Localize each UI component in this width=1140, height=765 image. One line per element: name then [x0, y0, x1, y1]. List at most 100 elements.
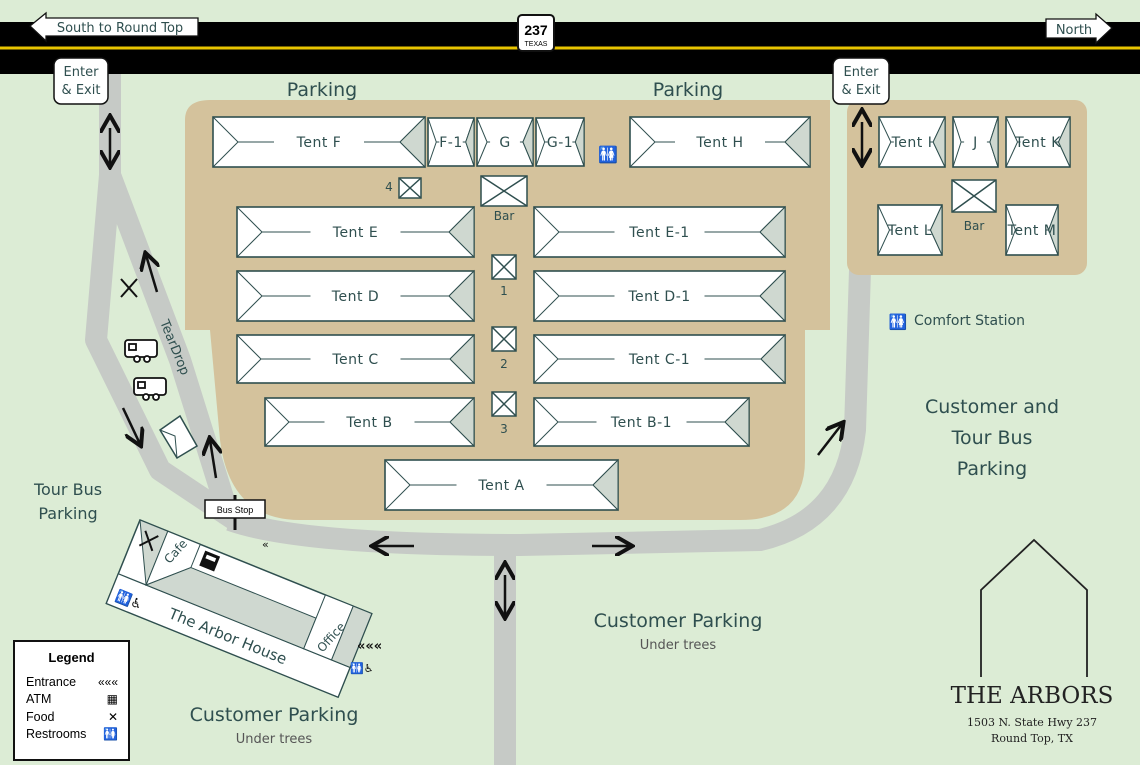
- parking-label-nw: Parking: [287, 79, 357, 101]
- logo-address1: 1503 N. State Hwy 237: [967, 716, 1097, 729]
- tent-g: G: [476, 117, 534, 167]
- tent-f-label: Tent F: [296, 135, 342, 151]
- bar-main-label: Bar: [494, 209, 515, 223]
- west-entrance-sign: Enter & Exit: [53, 57, 109, 105]
- bar-east-box: [951, 179, 997, 213]
- bus-stop-label: Bus Stop: [217, 505, 254, 515]
- shield-number: 237: [524, 22, 548, 38]
- tent-k-label: Tent K: [1014, 135, 1061, 151]
- svg-text:«: «: [262, 538, 269, 551]
- north-label: North: [1056, 23, 1092, 38]
- booth-1: [491, 254, 517, 280]
- comfort-station-label: Comfort Station: [914, 313, 1025, 329]
- svg-text:🚻: 🚻: [598, 145, 618, 164]
- south-direction-sign: South to Round Top: [29, 11, 199, 43]
- arbor-house: Cafe Office The Arbor House 🚻♿: [105, 519, 373, 699]
- booths: [398, 175, 997, 417]
- customer-parking-left-sub: Under trees: [236, 732, 313, 747]
- customer-tour-label-line2: Tour Bus: [951, 427, 1033, 449]
- bus-stop: Bus Stop: [204, 495, 266, 530]
- booth-3-label: 3: [500, 422, 508, 436]
- customer-parking-center: Customer Parking: [594, 610, 763, 632]
- customer-parking-left: Customer Parking: [190, 704, 359, 726]
- shield-state: TEXAS: [525, 41, 548, 48]
- tent-j-label: J: [972, 135, 978, 151]
- booth-4-label: 4: [385, 180, 393, 194]
- east-entrance-sign: Enter & Exit: [832, 57, 890, 105]
- tent-j: J: [952, 116, 999, 168]
- tent-i-label: Tent I: [891, 135, 933, 151]
- legend-row-atm: ATM ▦: [26, 692, 118, 707]
- tent-h-label: Tent H: [695, 135, 743, 151]
- camper-icon: [133, 377, 167, 401]
- tent-e: Tent E: [236, 205, 475, 259]
- north-direction-sign: North: [1045, 12, 1113, 45]
- tent-c-label: Tent C: [331, 352, 378, 368]
- tent-a-label: Tent A: [477, 478, 524, 494]
- restroom-icon: 🚻: [889, 313, 908, 331]
- legend-title: Legend: [48, 650, 95, 665]
- tent-b: Tent B: [264, 396, 475, 448]
- atm-icon: [199, 550, 221, 572]
- tent-l: Tent L: [877, 204, 943, 256]
- tent-d1-label: Tent D-1: [627, 289, 690, 305]
- svg-text:Enter: Enter: [844, 65, 880, 80]
- fork-knife-icon: ✕: [107, 709, 118, 724]
- legend-row-entrance: Entrance «««: [26, 674, 118, 689]
- tent-m-label: Tent M: [1007, 223, 1057, 239]
- camper-icon: [124, 339, 158, 363]
- tent-d: Tent D: [236, 269, 475, 323]
- restroom-icon: 🚻: [598, 145, 618, 164]
- bar-east-label: Bar: [964, 219, 985, 233]
- highway-shield: 237 TEXAS: [517, 14, 555, 52]
- customer-tour-label-line3: Parking: [957, 458, 1027, 480]
- tent-h: Tent H: [629, 115, 811, 169]
- svg-text:& Exit: & Exit: [62, 83, 101, 98]
- svg-text:«««: «««: [357, 639, 382, 654]
- traffic-arrows: [110, 122, 862, 616]
- tent-c: Tent C: [236, 333, 475, 385]
- arbors-logo: THE ARBORS 1503 N. State Hwy 237 Round T…: [951, 538, 1114, 745]
- restroom-icon: 🚻: [103, 727, 118, 742]
- tent-b-label: Tent B: [345, 415, 392, 431]
- tent-c1-label: Tent C-1: [628, 352, 690, 368]
- tent-d-label: Tent D: [331, 289, 379, 305]
- restroom-accessible-icon: 🚻♿: [350, 662, 374, 675]
- entrance-chevrons-icon: «««: [97, 674, 118, 689]
- comfort-station: 🚻 Comfort Station: [889, 313, 1025, 331]
- teardrop-trailer: [158, 414, 199, 460]
- booth-2: [491, 326, 517, 352]
- tent-d1: Tent D-1: [533, 269, 786, 323]
- tent-g1: G-1: [535, 117, 585, 167]
- svg-text:& Exit: & Exit: [842, 83, 881, 98]
- booth-3: [491, 391, 517, 417]
- tent-b1-label: Tent B-1: [610, 415, 672, 431]
- legend: Legend Entrance ««« ATM ▦ Food ✕ Restroo…: [13, 640, 130, 761]
- logo-address2: Round Top, TX: [991, 732, 1073, 745]
- logo-name: THE ARBORS: [951, 683, 1114, 709]
- tent-l-label: Tent L: [887, 223, 932, 239]
- tent-e1-label: Tent E-1: [628, 225, 689, 241]
- tent-f1: F-1: [427, 117, 475, 167]
- tent-c1: Tent C-1: [533, 333, 786, 385]
- bar-main-box: [480, 175, 528, 207]
- tent-f1-label: F-1: [439, 135, 463, 151]
- booth-1-label: 1: [500, 284, 508, 298]
- tour-bus-label-line2: Parking: [38, 504, 97, 523]
- parking-label-ne: Parking: [653, 79, 723, 101]
- tent-k: Tent K: [1005, 116, 1071, 168]
- entrance-chevrons-icon: « «««: [262, 538, 382, 654]
- booth-2-label: 2: [500, 357, 508, 371]
- tent-g-label: G: [499, 135, 510, 151]
- booth-4: [398, 177, 422, 199]
- atm-icon: ▦: [106, 692, 118, 707]
- tent-m: Tent M: [1005, 204, 1059, 256]
- food-icon: [120, 278, 138, 298]
- customer-tour-label-line1: Customer and: [925, 396, 1059, 418]
- tent-e1: Tent E-1: [533, 205, 786, 259]
- legend-row-food: Food ✕: [26, 709, 118, 724]
- tent-a: Tent A: [384, 458, 619, 512]
- tent-f: Tent F: [212, 115, 426, 169]
